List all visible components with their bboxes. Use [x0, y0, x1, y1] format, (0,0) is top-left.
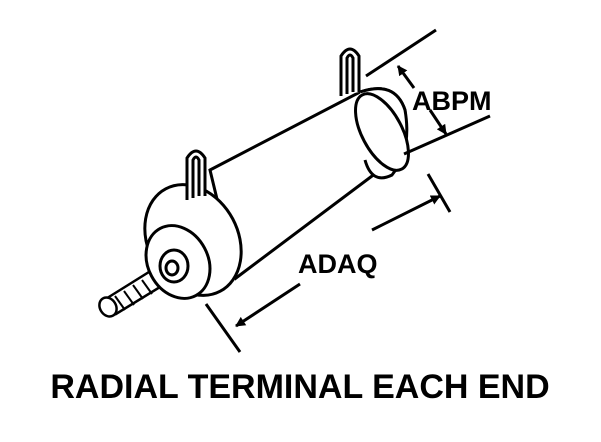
- radial-terminal-right: [339, 47, 361, 96]
- adaq-dimension-arrows: [235, 194, 441, 328]
- radial-terminal-left: [185, 149, 207, 200]
- resistor-body: [208, 87, 410, 281]
- caption: RADIAL TERMINAL EACH END: [50, 368, 549, 406]
- abpm-label: ABPM: [412, 86, 492, 116]
- left-end-cap: [143, 183, 243, 300]
- dimension-extension-lines: [204, 28, 491, 353]
- adaq-label: ADAQ: [298, 249, 378, 279]
- abpm-dimension-arrows: [396, 65, 448, 135]
